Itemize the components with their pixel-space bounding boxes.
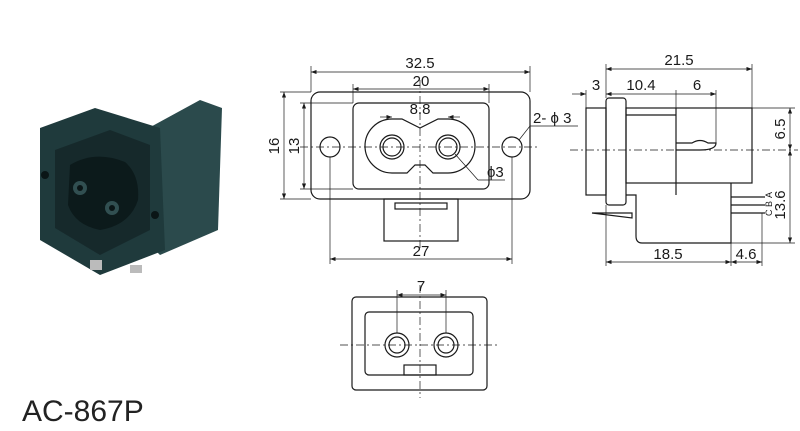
- side-view: [570, 64, 798, 266]
- model-title: AC-867P: [22, 395, 144, 428]
- front-view: [280, 66, 578, 264]
- dim-depth: 21.5: [664, 52, 693, 69]
- dim-mount-holes: 2- ϕ 3: [533, 110, 571, 127]
- dim-body: 10.4: [626, 77, 655, 94]
- dim-base-length: 18.5: [653, 246, 682, 263]
- dim-pin-diameter: ϕ3: [487, 164, 504, 181]
- bottom-view: [340, 285, 500, 398]
- product-photo: [40, 100, 222, 275]
- dim-pin-spacing: 8.8: [410, 101, 431, 118]
- dim-overall-width: 32.5: [405, 55, 434, 72]
- dim-recess-width: 20: [413, 73, 430, 90]
- dim-upper-height: 6.5: [772, 119, 789, 140]
- dim-flange: 3: [592, 77, 600, 94]
- dim-mount-hole-spacing: 27: [413, 243, 430, 260]
- pin-label-a: A: [764, 192, 774, 198]
- dim-height: 16: [266, 138, 283, 155]
- pin-label-b: B: [764, 201, 774, 207]
- dim-latch: 6: [693, 77, 701, 94]
- dim-pin-length: 4.6: [736, 246, 757, 263]
- pin-label-c: C: [764, 209, 774, 216]
- dim-lower-height: 13.6: [772, 190, 789, 219]
- dim-bottom-pin-spacing: 7: [417, 278, 425, 295]
- dim-recess-height: 13: [286, 138, 303, 155]
